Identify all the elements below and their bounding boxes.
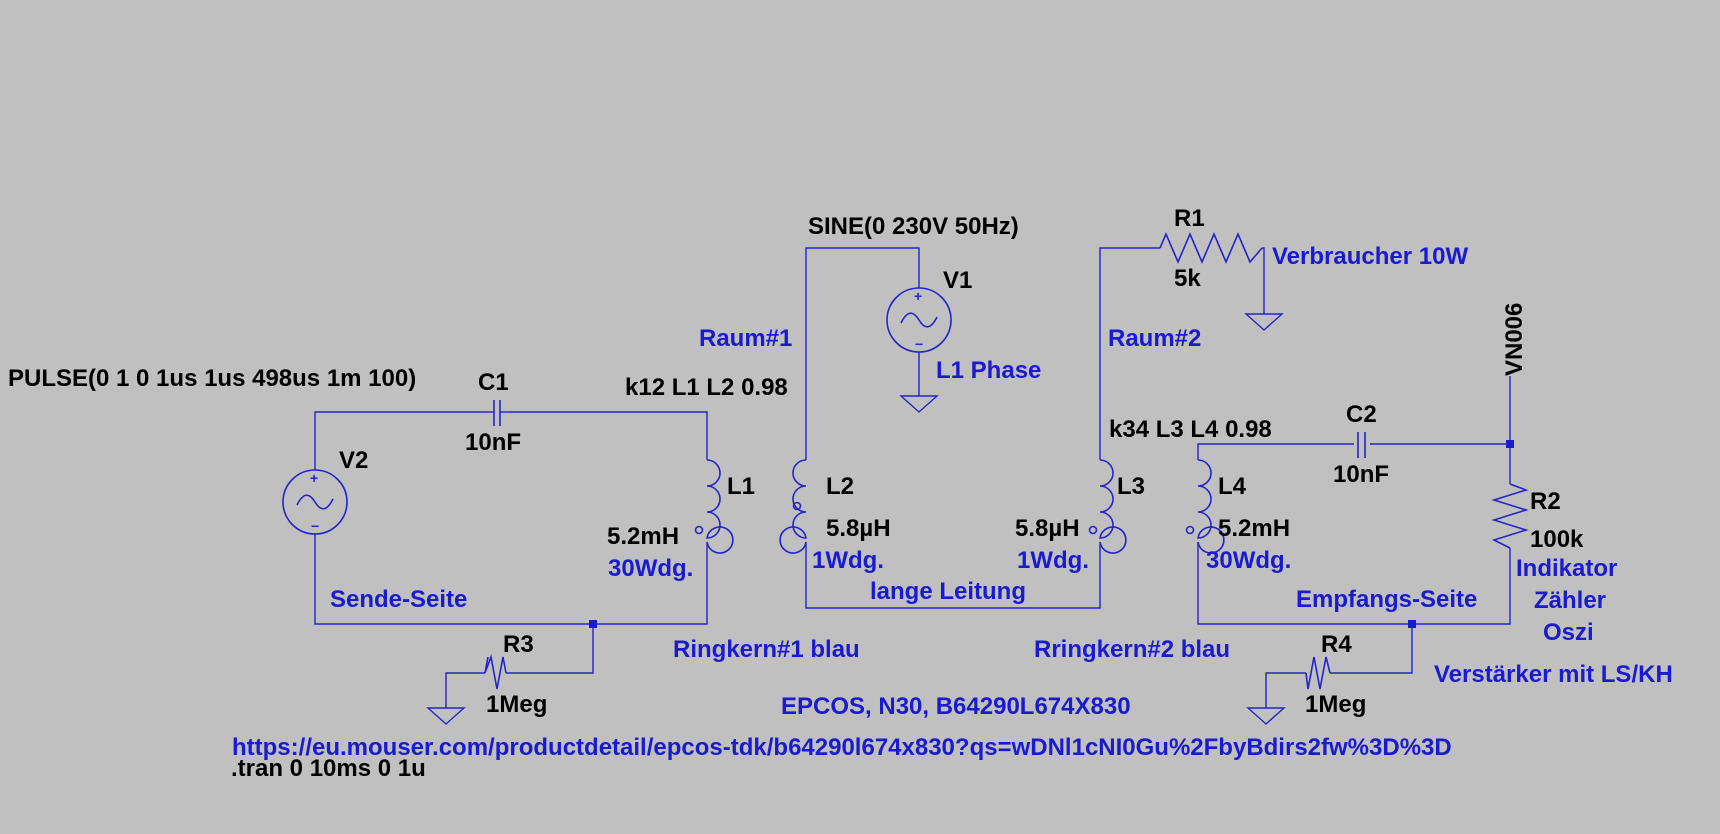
svg-text:−: −	[915, 336, 923, 352]
v1-voltage-source-icon: + −	[886, 287, 952, 353]
wire-raum1-loop	[805, 247, 1265, 609]
comment-raum1: Raum#1	[699, 325, 792, 352]
l1-inductor-icon	[694, 459, 734, 554]
r4-value: 1Meg	[1305, 691, 1366, 718]
tran-directive: .tran 0 10ms 0 1u	[231, 755, 426, 782]
r3-resistor-icon	[484, 654, 507, 690]
c1-value: 10nF	[465, 429, 521, 456]
svg-text:−: −	[311, 518, 319, 534]
comment-verbraucher: Verbraucher 10W	[1272, 243, 1468, 270]
comment-ringkern2: Rringkern#2 blau	[1034, 636, 1230, 663]
comment-wdg30-left: 30Wdg.	[608, 555, 693, 582]
r1-name: R1	[1174, 205, 1205, 232]
l2-name: L2	[826, 473, 854, 500]
comment-sende-seite: Sende-Seite	[330, 586, 467, 613]
comment-verstaerker: Verstärker mit LS/KH	[1434, 661, 1673, 688]
v1-value: SINE(0 230V 50Hz)	[808, 213, 1019, 240]
junction-r4	[1408, 620, 1416, 628]
c2-capacitor-icon	[1357, 432, 1366, 458]
comment-raum2: Raum#2	[1108, 325, 1201, 352]
l3-name: L3	[1117, 473, 1145, 500]
comment-empfangs-seite: Empfangs-Seite	[1296, 586, 1477, 613]
l4-value: 5.2mH	[1218, 515, 1290, 542]
v2-name: V2	[339, 447, 368, 474]
comment-url[interactable]: https://eu.mouser.com/productdetail/epco…	[232, 734, 1452, 761]
comment-l1-phase: L1 Phase	[936, 357, 1041, 384]
c2-value: 10nF	[1333, 461, 1389, 488]
r2-name: R2	[1530, 488, 1561, 515]
svg-text:+: +	[914, 288, 922, 304]
v2-voltage-source-icon: + −	[282, 469, 348, 535]
l2-inductor-icon	[779, 459, 807, 554]
net-label-vn006: VN006	[1501, 303, 1528, 376]
r1-value: 5k	[1174, 265, 1201, 292]
l4-name: L4	[1218, 473, 1247, 500]
comment-ringkern1: Ringkern#1 blau	[673, 636, 860, 663]
k12-directive: k12 L1 L2 0.98	[625, 374, 788, 401]
comment-oszi: Oszi	[1543, 619, 1594, 646]
c1-capacitor-icon	[484, 400, 510, 426]
c1-name: C1	[478, 369, 509, 396]
comment-wdg30-right: 30Wdg.	[1206, 547, 1291, 574]
l3-value: 5.8µH	[1015, 515, 1080, 542]
comment-epcos: EPCOS, N30, B64290L674X830	[781, 693, 1131, 720]
r3-name: R3	[503, 631, 534, 658]
svg-text:+: +	[310, 470, 318, 486]
comment-wdg1-left: 1Wdg.	[812, 547, 884, 574]
l1-name: L1	[727, 473, 755, 500]
r4-resistor-icon	[1305, 656, 1331, 690]
l3-inductor-icon	[1088, 459, 1127, 554]
r2-value: 100k	[1530, 526, 1584, 553]
k34-directive: k34 L3 L4 0.98	[1109, 416, 1272, 443]
comment-zaehler: Zähler	[1534, 587, 1606, 614]
wire-sende-loop	[314, 411, 708, 688]
l1-value: 5.2mH	[607, 523, 679, 550]
v2-value: PULSE(0 1 0 1us 1us 498us 1m 100)	[8, 365, 416, 392]
ground-icon-r4	[1246, 688, 1286, 725]
comment-wdg1-right: 1Wdg.	[1017, 547, 1089, 574]
r1-resistor-icon	[1159, 231, 1263, 265]
comment-lange-leitung: lange Leitung	[870, 578, 1026, 605]
comment-indikator: Indikator	[1516, 555, 1617, 582]
l2-value: 5.8µH	[826, 515, 891, 542]
ground-icon-v1	[899, 395, 939, 413]
l4-inductor-icon	[1185, 459, 1225, 554]
junction-r3	[589, 620, 597, 628]
ground-icon-r3	[426, 688, 466, 725]
v1-name: V1	[943, 267, 972, 294]
ground-icon-r1	[1244, 313, 1284, 331]
r4-name: R4	[1321, 631, 1352, 658]
r3-value: 1Meg	[486, 691, 547, 718]
junction-vn006	[1506, 440, 1514, 448]
c2-name: C2	[1346, 401, 1377, 428]
r2-resistor-icon	[1491, 483, 1529, 549]
